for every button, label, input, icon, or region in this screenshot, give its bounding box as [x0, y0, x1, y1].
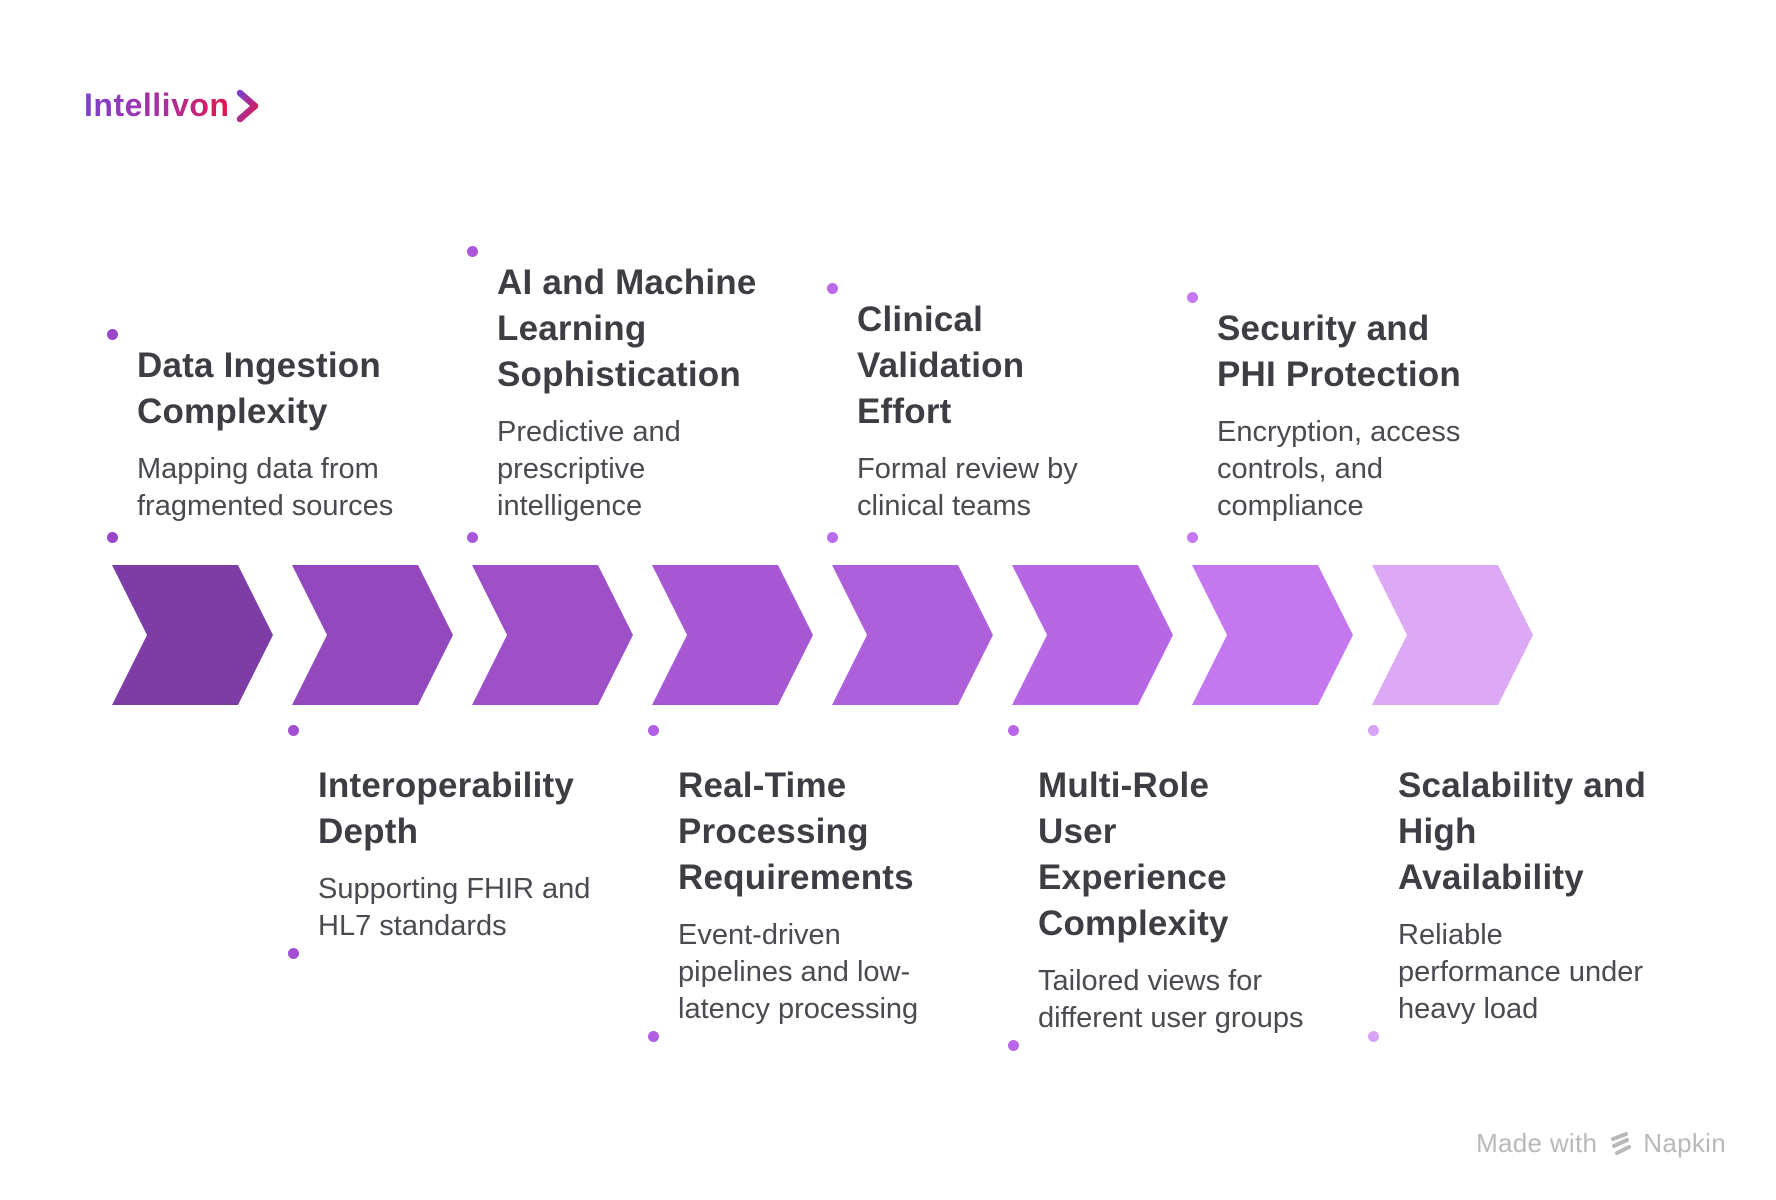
- napkin-brand-text: Napkin: [1643, 1128, 1726, 1158]
- flow-step-label-8: Scalability and High Availability Reliab…: [1368, 725, 1718, 1042]
- connector-dot: [107, 329, 118, 340]
- flow-step-label-7: Security and PHI Protection Encryption, …: [1187, 292, 1537, 543]
- connector-dot: [648, 725, 659, 736]
- made-with-napkin-footer: Made with Napkin: [1476, 1128, 1726, 1159]
- connector-dot: [107, 532, 118, 543]
- connector-dot: [1368, 725, 1379, 736]
- step-title: Data Ingestion Complexity: [137, 346, 381, 431]
- chevron-arrow-2: [292, 565, 453, 705]
- made-with-text: Made with: [1476, 1128, 1598, 1158]
- chevron-arrow-4: [652, 565, 813, 705]
- step-subtitle: Formal review by clinical teams: [857, 453, 1078, 522]
- step-title: Security and PHI Protection: [1217, 309, 1461, 394]
- step-title: Multi-Role User Experience Complexity: [1038, 766, 1229, 943]
- logo: Intellivon: [84, 86, 261, 124]
- step-subtitle: Mapping data from fragmented sources: [137, 453, 394, 522]
- connector-dot: [1187, 292, 1198, 303]
- flow-step-label-6: Multi-Role User Experience Complexity Ta…: [1008, 725, 1358, 1051]
- connector-dot: [1008, 725, 1019, 736]
- chevron-arrow-5: [832, 565, 993, 705]
- chevron-arrow-8: [1372, 565, 1533, 705]
- connector-dot: [288, 725, 299, 736]
- connector-dot: [1187, 532, 1198, 543]
- flow-step-label-2: Interoperability Depth Supporting FHIR a…: [288, 725, 638, 959]
- flow-step-label-1: Data Ingestion Complexity Mapping data f…: [107, 329, 457, 543]
- chevron-arrow-1: [112, 565, 273, 705]
- step-subtitle: Predictive and prescriptive intelligence: [497, 416, 681, 522]
- napkin-logo-icon: [1611, 1131, 1632, 1155]
- connector-dot: [288, 948, 299, 959]
- connector-dot: [1368, 1031, 1379, 1042]
- chevron-arrow-3: [472, 565, 633, 705]
- connector-dot: [827, 532, 838, 543]
- process-arrow-row: [0, 565, 1776, 705]
- connector-dot: [648, 1031, 659, 1042]
- step-title: Interoperability Depth: [318, 766, 575, 851]
- connector-dot: [1008, 1040, 1019, 1051]
- flow-step-label-3: AI and Machine Learning Sophistication P…: [467, 246, 817, 543]
- connector-dot: [467, 246, 478, 257]
- chevron-arrow-7: [1192, 565, 1353, 705]
- step-title: Real-Time Processing Requirements: [678, 766, 914, 897]
- flow-step-label-4: Real-Time Processing Requirements Event-…: [648, 725, 998, 1042]
- connector-dot: [467, 532, 478, 543]
- chevron-arrow-6: [1012, 565, 1173, 705]
- logo-text: Intellivon: [84, 86, 230, 123]
- step-subtitle: Encryption, access controls, and complia…: [1217, 416, 1461, 522]
- step-subtitle: Supporting FHIR and HL7 standards: [318, 873, 591, 942]
- logo-chevron-right-icon: [237, 89, 259, 123]
- connector-dot: [827, 283, 838, 294]
- step-title: Scalability and High Availability: [1398, 766, 1647, 897]
- step-subtitle: Tailored views for different user groups: [1038, 965, 1304, 1034]
- step-title: AI and Machine Learning Sophistication: [497, 263, 757, 394]
- flow-step-label-5: Clinical Validation Effort Formal review…: [827, 283, 1177, 543]
- step-subtitle: Event-driven pipelines and low- latency …: [678, 919, 919, 1025]
- step-title: Clinical Validation Effort: [857, 300, 1025, 431]
- step-subtitle: Reliable performance under heavy load: [1398, 919, 1644, 1025]
